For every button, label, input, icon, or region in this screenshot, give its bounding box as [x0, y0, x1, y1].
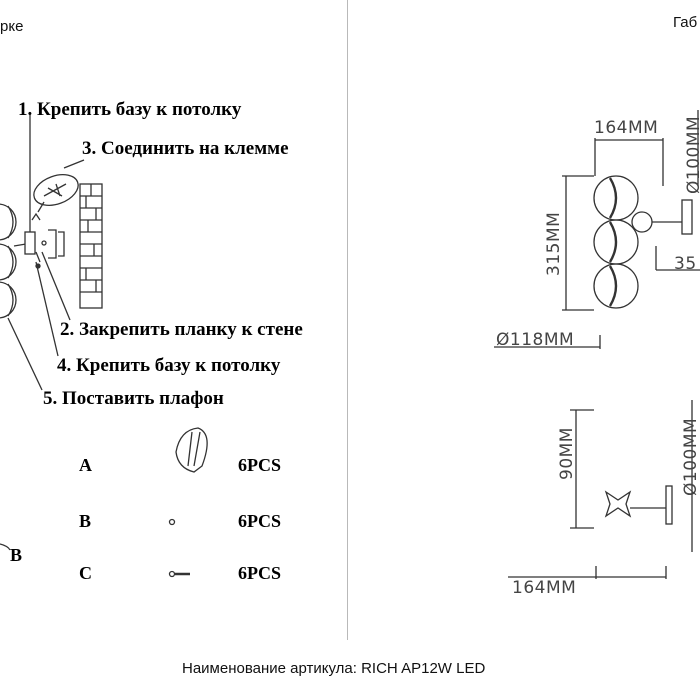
dim-bottom-left: Ø118MM	[496, 330, 575, 350]
dim-side-width: 164MM	[512, 578, 577, 598]
dim-side-diameter: Ø100MM	[681, 417, 700, 496]
side-view-drawing	[508, 400, 693, 579]
step-3-label: 3. Соединить на клемме	[82, 138, 289, 159]
dim-top-height: 315MM	[544, 211, 564, 276]
footer-article-name: Наименование артикула: RICH AP12W LED	[182, 660, 486, 677]
callout-b-label: B	[10, 545, 23, 565]
step-4-label: 4. Крепить базу к потолку	[57, 355, 281, 376]
wall-bracket-illustration	[31, 212, 65, 269]
wire-terminal-icon	[33, 174, 79, 213]
page-divider	[347, 0, 348, 640]
step-5-label: 5. Поставить плафон	[43, 388, 224, 409]
left-header-fragment: рке	[0, 18, 24, 35]
part-a-letter: A	[79, 455, 92, 475]
dim-top-depth: 35	[674, 254, 697, 274]
dim-side-height: 90MM	[557, 427, 577, 480]
shade-clip-icon	[175, 427, 208, 473]
right-header-fragment: Габ	[673, 14, 698, 31]
step-2-label: 2. Закрепить планку к стене	[60, 319, 303, 340]
dim-top-diameter: Ø100MM	[684, 115, 700, 194]
brick-wall-icon	[79, 183, 103, 309]
step-1-label: 1. Крепить базу к потолку	[18, 99, 242, 120]
front-view-drawing	[494, 110, 700, 349]
part-c-letter: C	[79, 563, 92, 583]
part-b-letter: B	[79, 511, 92, 531]
part-b-qty: 6PCS	[238, 511, 282, 531]
screw-icon	[168, 570, 190, 578]
lamp-assembly-illustration	[0, 112, 36, 319]
small-ring-icon	[168, 518, 176, 526]
dim-top-width: 164MM	[594, 118, 659, 138]
part-a-qty: 6PCS	[238, 455, 282, 475]
part-c-qty: 6PCS	[238, 563, 282, 583]
